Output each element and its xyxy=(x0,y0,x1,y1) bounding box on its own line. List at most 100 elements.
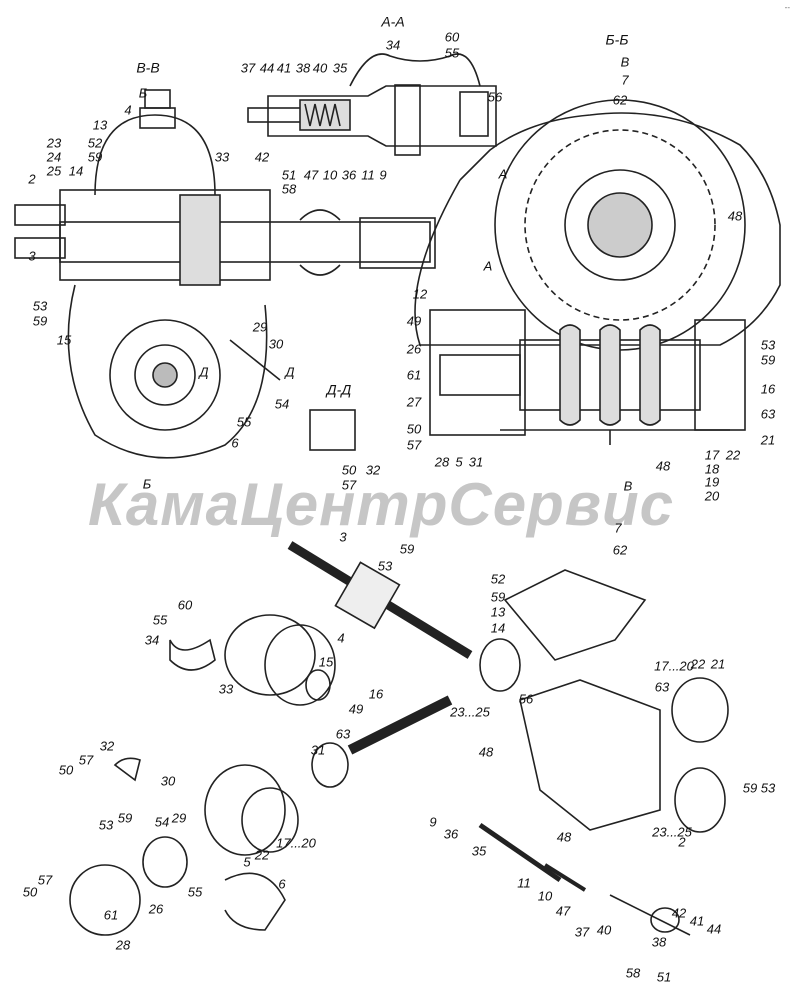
callout-number: 60 xyxy=(177,597,193,613)
callout-number: 47 xyxy=(555,903,571,919)
callout-number: 4 xyxy=(337,630,345,646)
callout-number: 21 xyxy=(760,432,776,448)
callout-number: 59 xyxy=(399,541,415,557)
callout-number: 2 xyxy=(28,171,36,187)
callout-number: 56 xyxy=(518,691,534,707)
section-v-v-drawing xyxy=(14,89,436,459)
callout-number: 60 xyxy=(444,29,460,45)
callout-number: 55 xyxy=(152,612,168,628)
callout-number: 17...20 xyxy=(654,658,694,674)
callout-number: 12 xyxy=(412,286,428,302)
section-marker: В xyxy=(623,478,633,494)
callout-number: 59 xyxy=(87,149,103,165)
callout-number: 22 xyxy=(690,656,706,672)
callout-number: 24 xyxy=(46,149,62,165)
callout-number: 50 xyxy=(341,462,357,478)
callout-number: 10 xyxy=(322,167,338,183)
callout-number: 56 xyxy=(487,89,503,105)
callout-number: 59 xyxy=(32,313,48,329)
exploded-parts-drawing xyxy=(69,541,729,936)
callout-number: 41 xyxy=(689,913,705,929)
section-b-b-drawing xyxy=(414,99,781,445)
callout-number: 23...25 xyxy=(450,704,490,720)
callout-number: 38 xyxy=(651,934,667,950)
callout-number: 25 xyxy=(46,163,62,179)
callout-number: 48 xyxy=(478,744,494,760)
callout-number: 5 xyxy=(455,454,463,470)
section-marker: А xyxy=(483,258,493,274)
callout-number: 4 xyxy=(124,102,132,118)
callout-number: 48 xyxy=(727,208,743,224)
callout-number: 50 xyxy=(406,421,422,437)
callout-number: 21 xyxy=(710,656,726,672)
callout-number: 27 xyxy=(406,394,422,410)
callout-number: 14 xyxy=(68,163,84,179)
callout-number: 61 xyxy=(103,907,119,923)
section-marker: А xyxy=(498,166,508,182)
callout-number: 6 xyxy=(278,876,286,892)
section-title: В-В xyxy=(136,59,160,76)
callout-number: 32 xyxy=(99,738,115,754)
callout-number: 6 xyxy=(231,435,239,451)
callout-number: 57 xyxy=(37,872,53,888)
callout-number: 51 xyxy=(656,969,672,985)
callout-number: 48 xyxy=(556,829,572,845)
section-title: Д-Д xyxy=(326,381,352,398)
callout-number: 15 xyxy=(56,332,72,348)
callout-number: 35 xyxy=(332,60,348,76)
callout-number: 19 xyxy=(704,474,720,490)
callout-number: 53 xyxy=(760,780,776,796)
callout-number: 59 xyxy=(117,810,133,826)
callout-number: 16 xyxy=(368,686,384,702)
callout-number: 23...25 xyxy=(652,824,692,840)
callout-number: 36 xyxy=(443,826,459,842)
callout-number: 59 xyxy=(490,589,506,605)
callout-number: 42 xyxy=(254,149,270,165)
section-marker: Д xyxy=(285,364,295,380)
callout-number: 62 xyxy=(612,92,628,108)
callout-number: 41 xyxy=(276,60,292,76)
callout-number: 50 xyxy=(22,884,38,900)
callout-number: 47 xyxy=(303,167,319,183)
callout-number: 26 xyxy=(148,901,164,917)
callout-number: 34 xyxy=(385,37,401,53)
callout-number: 31 xyxy=(310,742,326,758)
callout-number: 35 xyxy=(471,843,487,859)
callout-number: 22 xyxy=(254,847,270,863)
callout-number: 63 xyxy=(760,406,776,422)
callout-number: 20 xyxy=(704,488,720,504)
callout-number: 53 xyxy=(98,817,114,833)
callout-number: 54 xyxy=(274,396,290,412)
callout-number: 51 xyxy=(281,167,297,183)
callout-number: 37 xyxy=(574,924,590,940)
callout-number: 14 xyxy=(490,620,506,636)
callout-number: 33 xyxy=(218,681,234,697)
callout-number: 31 xyxy=(468,454,484,470)
callout-number: 57 xyxy=(78,752,94,768)
section-marker: Д xyxy=(199,364,209,380)
callout-number: 13 xyxy=(490,604,506,620)
callout-number: 30 xyxy=(160,773,176,789)
callout-number: 40 xyxy=(312,60,328,76)
callout-number: 49 xyxy=(348,701,364,717)
callout-number: 22 xyxy=(725,447,741,463)
callout-number: 17 xyxy=(704,447,720,463)
callout-number: 55 xyxy=(444,45,460,61)
callout-number: 3 xyxy=(339,529,347,545)
callout-number: 9 xyxy=(379,167,387,183)
callout-number: 54 xyxy=(154,814,170,830)
callout-number: 10 xyxy=(537,888,553,904)
callout-number: 11 xyxy=(517,875,531,891)
callout-number: 50 xyxy=(58,762,74,778)
section-marker: Б xyxy=(142,476,152,492)
callout-number: 55 xyxy=(187,884,203,900)
callout-number: 15 xyxy=(318,654,334,670)
callout-number: 63 xyxy=(654,679,670,695)
callout-number: 32 xyxy=(365,462,381,478)
callout-number: 11 xyxy=(361,167,375,183)
callout-number: 28 xyxy=(434,454,450,470)
callout-number: 52 xyxy=(87,135,103,151)
callout-number: 30 xyxy=(268,336,284,352)
callout-number: 17...20 xyxy=(276,835,316,851)
